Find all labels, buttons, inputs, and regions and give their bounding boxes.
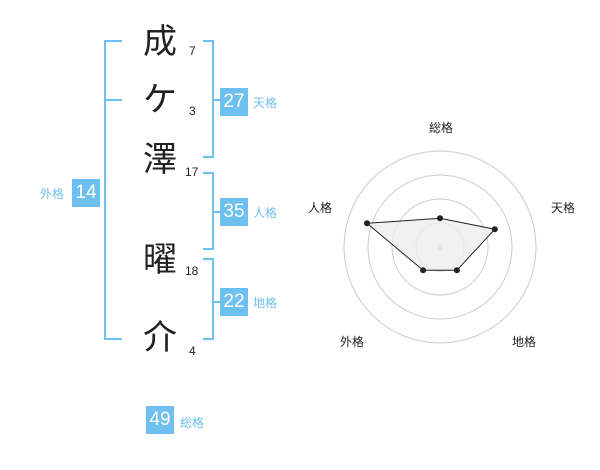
- chikaku-value: 22: [220, 288, 248, 316]
- chikaku-bracket-tick: [212, 301, 220, 303]
- radar-point-3: [420, 267, 427, 274]
- tenkaku-label: 天格: [253, 96, 278, 110]
- stroke-count-3: 17: [185, 165, 199, 179]
- gaikaku-value: 14: [72, 179, 100, 207]
- tenkaku-bracket-top: [203, 40, 214, 42]
- gaikaku-bracket-vertical: [104, 40, 106, 340]
- gaikaku-bracket-bottom: [104, 338, 122, 340]
- name-char-3: 澤: [143, 140, 177, 180]
- radar-axis-label-tenkaku: 天格: [551, 200, 575, 215]
- radar-point-2: [453, 267, 460, 274]
- radar-point-1: [491, 226, 498, 233]
- chikaku-bracket-bottom: [203, 338, 214, 340]
- radar-ring-4: [343, 150, 537, 344]
- tenkaku-bracket-bottom: [203, 156, 214, 158]
- tenkaku-value: 27: [220, 88, 248, 116]
- jinkaku-value: 35: [220, 198, 248, 226]
- gaikaku-bracket-mid: [104, 99, 122, 101]
- chikaku-bracket-vertical: [212, 258, 214, 340]
- stroke-count-2: 3: [189, 104, 196, 118]
- radar-ring-3: [367, 174, 513, 320]
- gaikaku-bracket-top: [104, 40, 122, 42]
- fortune-radar-chart: 総格 天格 地格 外格 人格: [308, 120, 575, 349]
- name-char-2: ケ: [143, 80, 177, 120]
- chikaku-label: 地格: [253, 296, 278, 310]
- radar-axis-label-soukaku: 総格: [429, 120, 453, 135]
- gaikaku-label: 外格: [40, 187, 65, 201]
- jinkaku-label: 人格: [253, 206, 278, 220]
- radar-series-shape: [365, 217, 496, 271]
- radar-point-4: [364, 220, 370, 227]
- stroke-count-5: 4: [189, 344, 196, 358]
- radar-axis-label-jinkaku: 人格: [308, 200, 332, 215]
- tenkaku-bracket-tick: [212, 99, 220, 101]
- soukaku-label: 総格: [180, 416, 205, 430]
- stroke-count-1: 7: [189, 44, 196, 58]
- stroke-count-4: 18: [185, 264, 199, 278]
- jinkaku-bracket-bottom: [203, 248, 214, 250]
- name-char-4: 曜: [143, 240, 177, 280]
- jinkaku-bracket-tick: [212, 211, 220, 213]
- jinkaku-bracket-top: [203, 172, 214, 174]
- radar-axis-label-gaikaku: 外格: [340, 334, 364, 349]
- radar-point-0: [437, 215, 443, 222]
- soukaku-value: 49: [146, 406, 174, 434]
- radar-ring-2: [391, 198, 489, 296]
- name-char-5: 介: [143, 318, 177, 358]
- radar-axis-label-chikaku: 地格: [512, 334, 536, 349]
- chikaku-bracket-top: [203, 258, 214, 260]
- name-char-1: 成: [143, 22, 177, 62]
